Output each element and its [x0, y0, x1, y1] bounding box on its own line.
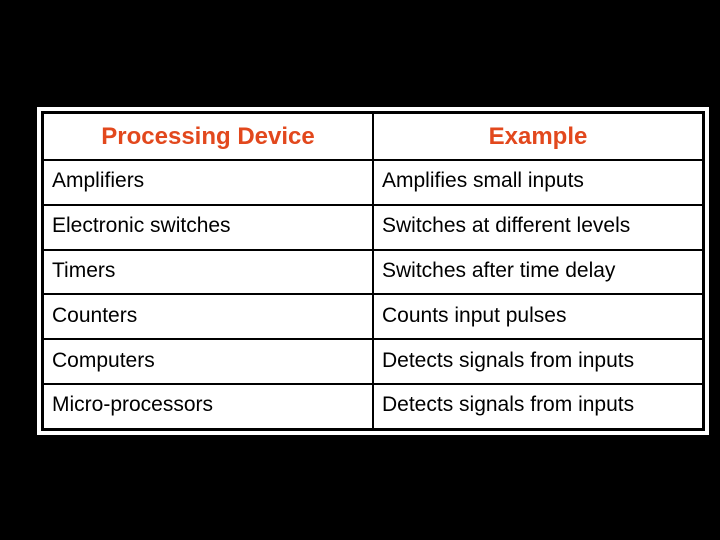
header-row: Processing Device Example — [41, 111, 705, 161]
table-row: Electronic switches Switches at differen… — [41, 203, 705, 251]
device-cell: Micro-processors — [41, 382, 374, 431]
example-cell: Amplifies small inputs — [372, 159, 705, 206]
device-cell: Counters — [41, 293, 374, 341]
device-cell: Electronic switches — [41, 203, 374, 251]
example-cell: Detects signals from inputs — [372, 382, 705, 431]
table-row: Timers Switches after time delay — [41, 248, 705, 296]
column-header-processing-device: Processing Device — [41, 111, 374, 161]
device-cell: Timers — [41, 248, 374, 296]
table-outer-frame: Processing Device Example Amplifiers Amp… — [37, 107, 709, 435]
table-row: Computers Detects signals from inputs — [41, 338, 705, 385]
example-cell: Detects signals from inputs — [372, 338, 705, 385]
table-row: Amplifiers Amplifies small inputs — [41, 159, 705, 206]
table-row: Counters Counts input pulses — [41, 293, 705, 341]
device-cell: Amplifiers — [41, 159, 374, 206]
example-cell: Switches after time delay — [372, 248, 705, 296]
column-header-example: Example — [372, 111, 705, 161]
example-cell: Counts input pulses — [372, 293, 705, 341]
table-row: Micro-processors Detects signals from in… — [41, 382, 705, 431]
example-cell: Switches at different levels — [372, 203, 705, 251]
processing-device-table: Processing Device Example Amplifiers Amp… — [41, 111, 705, 431]
device-cell: Computers — [41, 338, 374, 385]
